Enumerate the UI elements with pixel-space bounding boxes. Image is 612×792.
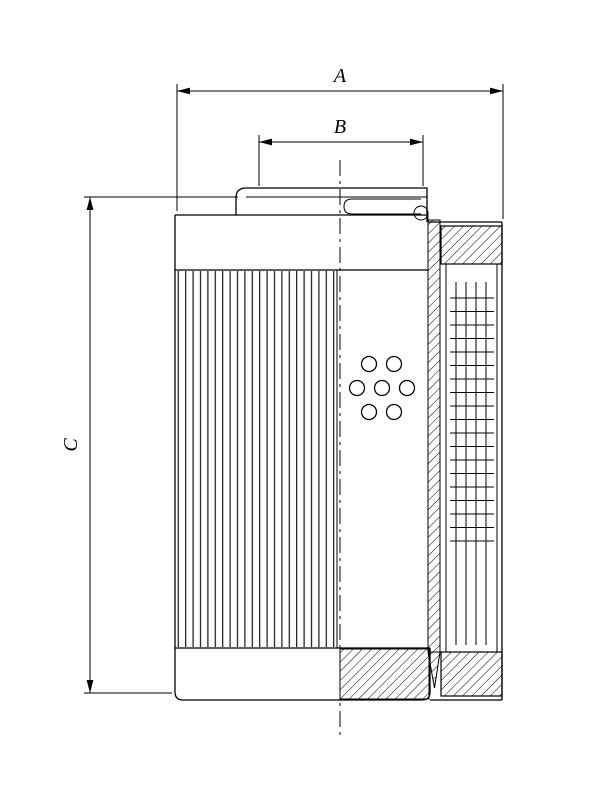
bottom-cap-section-hatch (339, 648, 430, 700)
dim-b-arrow-left (259, 138, 272, 146)
top-cap (175, 187, 429, 271)
dim-c-arrow-top (86, 197, 94, 210)
dim-a-arrow-right (490, 87, 503, 95)
pleated-media (176, 270, 338, 648)
dim-a-label: A (332, 65, 347, 87)
support-mesh (450, 282, 494, 645)
dim-c-label: C (60, 438, 82, 452)
dim-b-label: B (334, 116, 346, 138)
dimension-a: A (176, 65, 504, 219)
top-slot-detail (343, 198, 421, 215)
bottom-end-cap-section (440, 651, 503, 697)
outer-shell-section (428, 221, 503, 701)
dim-c-arrow-bottom (86, 680, 94, 693)
dim-b-arrow-right (410, 138, 423, 146)
dim-a-arrow-left (177, 87, 190, 95)
top-end-cap-section (440, 225, 503, 265)
dimension-c: C (60, 196, 238, 694)
shell-wall-section (427, 215, 441, 689)
bottom-cap (174, 215, 431, 701)
perforation-holes (348, 355, 416, 421)
filter-body (174, 187, 503, 701)
seal-ring-icon (413, 205, 429, 221)
dimension-b: B (258, 116, 424, 186)
